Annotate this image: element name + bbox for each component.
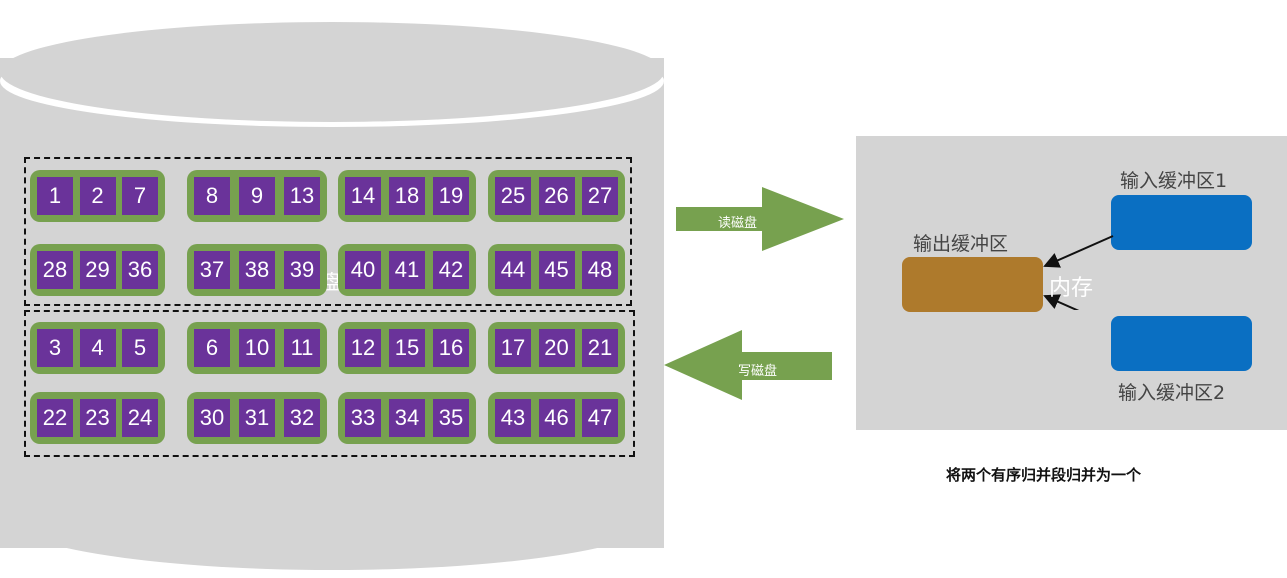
record-cell: 13 (284, 177, 320, 215)
record-cell: 18 (389, 177, 425, 215)
record-cell: 1 (37, 177, 73, 215)
record-cell: 20 (538, 329, 575, 367)
disk-label: 盘 (322, 270, 342, 294)
record-cell: 39 (284, 251, 320, 289)
record-cell: 45 (538, 251, 575, 289)
record-cell: 8 (194, 177, 230, 215)
record-cell: 26 (538, 177, 575, 215)
write-disk-label: 写磁盘 (738, 364, 778, 379)
record-cell: 2 (79, 177, 116, 215)
record-cell: 7 (122, 177, 158, 215)
record-cell: 17 (495, 329, 531, 367)
input-buffer-2-label: 输入缓冲区2 (1118, 382, 1226, 404)
record-cell: 46 (538, 399, 575, 437)
record-cell: 30 (194, 399, 230, 437)
record-cell: 48 (582, 251, 618, 289)
record-cell: 25 (495, 177, 531, 215)
record-cell: 36 (122, 251, 158, 289)
record-cell: 33 (345, 399, 381, 437)
record-cell: 31 (239, 399, 275, 437)
disk-top (0, 22, 664, 122)
record-cell: 27 (582, 177, 618, 215)
output-buffer-label: 输出缓冲区 (913, 233, 1009, 255)
record-cell: 43 (495, 399, 531, 437)
record-cell: 11 (284, 329, 320, 367)
record-cell: 5 (122, 329, 158, 367)
record-cell: 14 (345, 177, 381, 215)
record-cell: 24 (122, 399, 158, 437)
input-buffer-1-label: 输入缓冲区1 (1120, 170, 1228, 192)
record-cell: 37 (194, 251, 230, 289)
output-buffer (902, 257, 1043, 312)
record-cell: 40 (345, 251, 381, 289)
write-disk-arrow (664, 330, 832, 400)
record-cell: 23 (79, 399, 116, 437)
record-cell: 15 (389, 329, 425, 367)
record-cell: 47 (582, 399, 618, 437)
record-cell: 35 (433, 399, 469, 437)
read-disk-arrow (676, 187, 844, 251)
caption: 将两个有序归并段归并为一个 (946, 466, 1142, 484)
record-cell: 3 (37, 329, 73, 367)
record-cell: 32 (284, 399, 320, 437)
lower-run-box (24, 310, 635, 457)
record-cell: 42 (433, 251, 469, 289)
read-disk-label: 读磁盘 (718, 216, 758, 231)
record-cell: 16 (433, 329, 469, 367)
record-cell: 28 (37, 251, 73, 289)
record-cell: 44 (495, 251, 531, 289)
record-cell: 34 (389, 399, 425, 437)
record-cell: 12 (345, 329, 381, 367)
input-buffer-1 (1111, 195, 1252, 250)
memory-label: 内存 (1049, 276, 1094, 301)
record-cell: 29 (79, 251, 116, 289)
record-cell: 41 (389, 251, 425, 289)
record-cell: 19 (433, 177, 469, 215)
record-cell: 9 (239, 177, 275, 215)
record-cell: 4 (79, 329, 116, 367)
record-cell: 38 (239, 251, 275, 289)
input-buffer-2 (1111, 316, 1252, 371)
buffer-arrows (1043, 235, 1114, 310)
upper-run-box (24, 157, 632, 306)
record-cell: 10 (239, 329, 275, 367)
record-cell: 22 (37, 399, 73, 437)
disk-cylinder (0, 58, 664, 548)
record-cell: 6 (194, 329, 230, 367)
record-cell: 21 (582, 329, 618, 367)
